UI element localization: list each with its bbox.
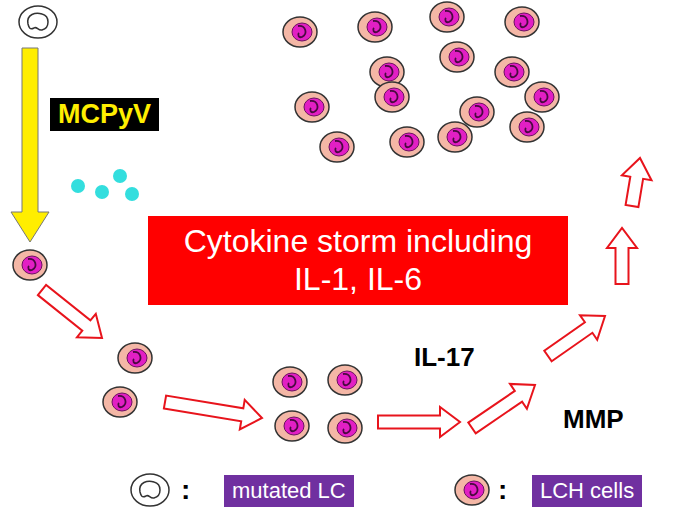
lch-cell [358,12,392,42]
lch-cell [295,92,329,122]
lch-cell [438,122,472,152]
lch-cell [430,2,464,32]
lch-cell [375,82,409,112]
lch-cell [275,411,309,441]
legend-label: LCH cells [532,475,642,507]
virus-label-box: MCPyV [50,98,159,131]
node-text: MCPyV [58,99,151,130]
node-text: Cytokine storm including IL-1, IL-6 [162,222,554,299]
virus-particle [71,179,85,193]
infection-arrow [11,48,49,242]
cytokine-label: MMP [563,404,624,435]
progression-arrow [38,285,102,338]
virus-particle [113,169,127,183]
virus-particle [125,187,139,201]
cell-group [13,2,559,506]
mutated-cell [19,6,57,38]
lch-cell [460,97,494,127]
lch-cell [328,413,362,443]
progression-arrow [164,396,262,430]
lch-cell [455,475,489,505]
progression-arrow [622,158,652,207]
mutated-cell [131,474,169,506]
lch-cell [440,42,474,72]
lch-cell [505,7,539,37]
progression-arrow [607,228,637,284]
lch-cell [510,112,544,142]
arrow-group [11,48,652,437]
cytokine-box: Cytokine storm including IL-1, IL-6 [148,216,568,305]
lch-cell [273,367,307,397]
lch-cell [320,132,354,162]
progression-arrow [468,384,535,434]
lch-cell [495,57,529,87]
lch-cell [328,365,362,395]
cytokine-label: IL-17 [414,342,475,373]
progression-arrow [378,407,460,437]
legend-separator: : [498,474,507,506]
lch-cell [13,250,47,280]
lch-cell [118,343,152,373]
lch-cell [390,127,424,157]
lch-cell [525,82,559,112]
legend-label: mutated LC [224,475,354,507]
lch-cell [283,17,317,47]
lch-cell [103,387,137,417]
virus-particle [95,185,109,199]
legend-separator: : [181,474,190,506]
progression-arrow [544,315,605,361]
